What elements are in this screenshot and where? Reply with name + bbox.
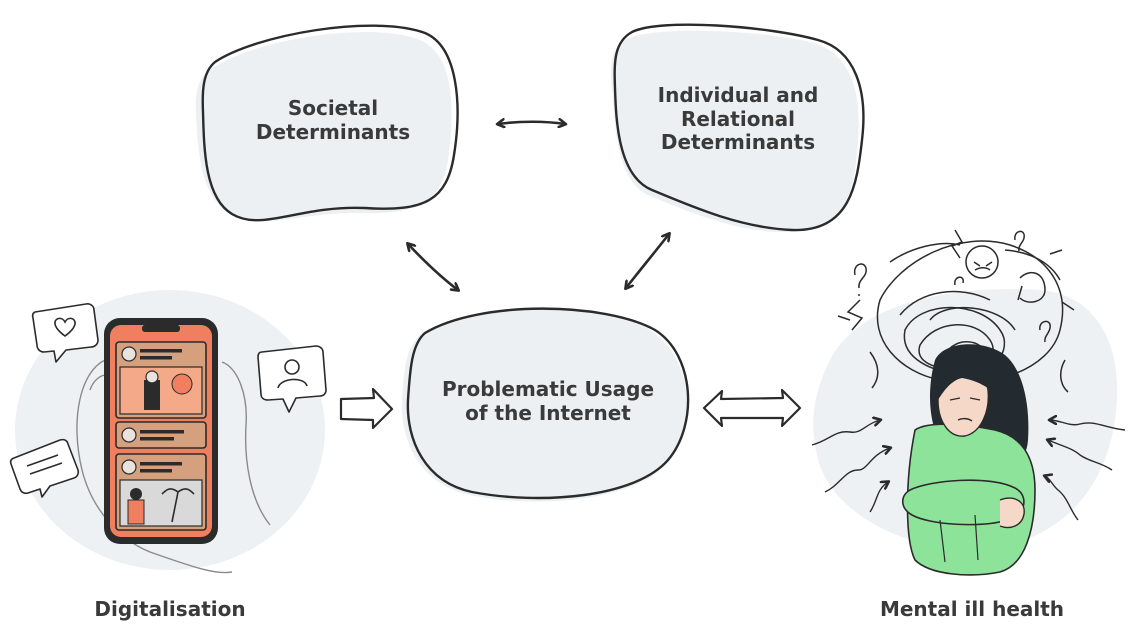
individual-determinants-line2: Relational [680,106,796,131]
problematic-usage-line2: of the Internet [465,400,631,425]
hollow-arrow-right [339,387,394,430]
heart-bubble-icon [31,303,99,363]
problematic-usage-blob [401,307,690,502]
individual-determinants-label: Individual and Relational Determinants [630,83,846,155]
societal-determinants-line1: Societal [287,96,379,120]
hollow-double-arrow [702,388,802,428]
individual-determinants-line3: Determinants [660,130,816,155]
bidirectional-arrow-top [498,122,565,124]
individual-determinants-blob [611,23,865,233]
societal-determinants-blob [195,24,459,222]
digitalisation-text: Digitalisation [94,597,246,621]
mental-ill-health-caption: Mental ill health [862,597,1082,622]
digitalisation-caption: Digitalisation [70,597,270,622]
problematic-usage-label: Problematic Usage of the Internet [418,377,678,425]
digitalisation-illustration [9,290,327,574]
user-bubble-icon [257,345,327,413]
mental-ill-health-text: Mental ill health [879,597,1065,621]
societal-determinants-line2: Determinants [255,119,411,144]
bidirectional-arrow-right [626,234,669,288]
smartphone-icon [104,318,218,544]
mental-ill-health-illustration [811,229,1126,576]
societal-determinants-label: Societal Determinants [228,96,438,144]
text-bubble-icon [9,438,80,498]
bidirectional-arrow-left [408,244,458,290]
problematic-usage-line1: Problematic Usage [441,377,655,401]
individual-determinants-line1: Individual and [657,83,819,107]
